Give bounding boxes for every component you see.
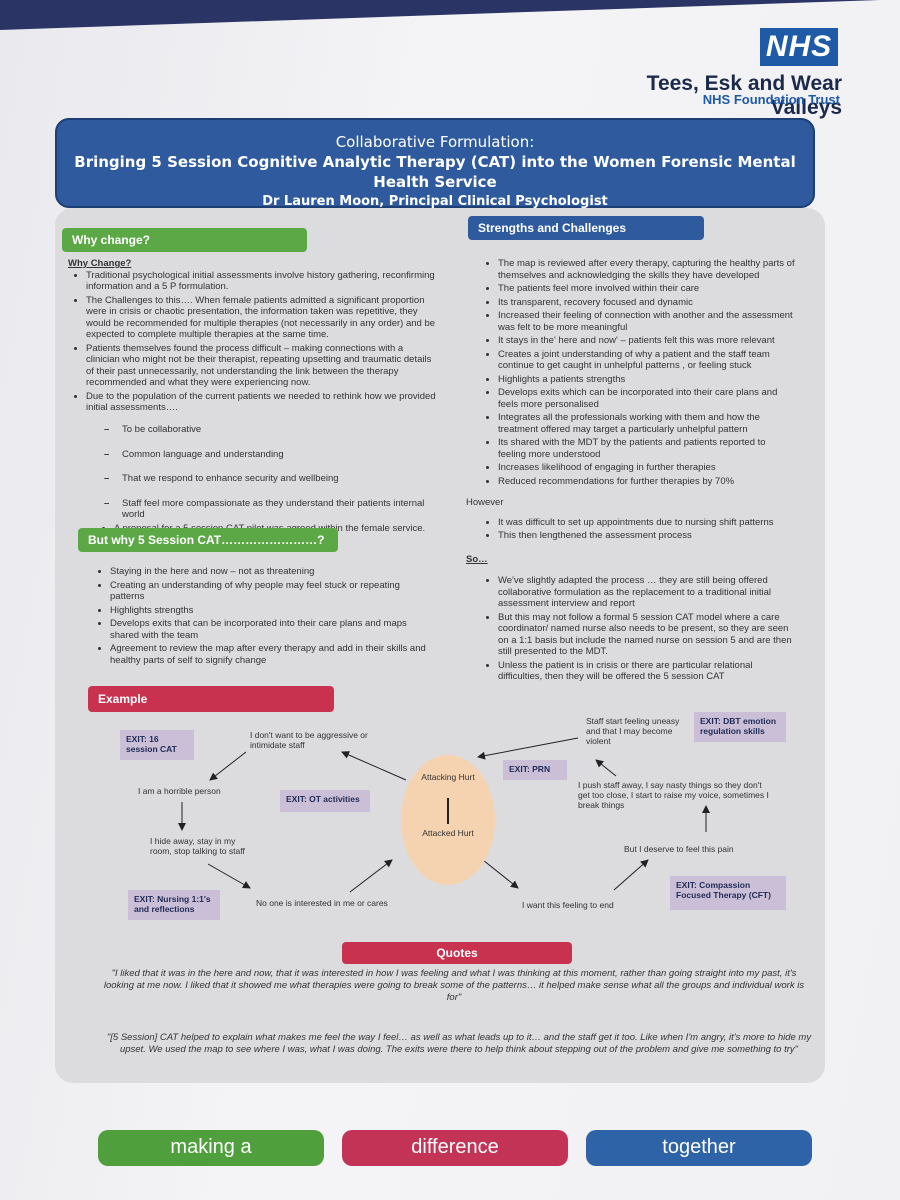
strength-bullet: Develops exits which can be incorporated… [498,387,796,410]
title-line-1: Collaborative Formulation: [335,133,535,151]
node-no-one-interested: No one is interested in me or cares [256,898,388,908]
exit-dbt: EXIT: DBT emotion regulation skills [694,712,786,742]
strength-bullet: Its transparent, recovery focused and dy… [498,297,796,309]
map-arrow [341,751,407,781]
strength-bullet: Integrates all the professionals working… [498,412,796,435]
exit-nursing: EXIT: Nursing 1:1's and reflections [128,890,220,920]
node-horrible-person: I am a horrible person [138,786,221,796]
trust-name: Tees, Esk and Wear Valleys [646,72,842,119]
core-bottom-label: Attacked Hurt [422,828,474,838]
content-panel [55,208,825,1083]
trust-subtitle: NHS Foundation Trust [702,92,840,107]
why-change-body: Why Change? Traditional psychological in… [68,258,436,416]
strength-bullet: Highlights a patients strengths [498,374,796,386]
map-arrow [595,759,617,777]
author-line: Dr Lauren Moon, Principal Clinical Psych… [262,194,608,209]
strength-bullet: Reduced recommendations for further ther… [498,476,796,488]
strength-bullet: The map is reviewed after every therapy,… [498,258,796,281]
why-change-bullet: The Challenges to this…. When female pat… [86,295,436,341]
goal-item: That we respond to enhance security and … [102,473,436,485]
node-staff-uneasy: Staff start feeling uneasy and that I ma… [586,716,680,746]
map-arrow [477,737,579,760]
why-5-bullet: Highlights strengths [110,605,434,617]
exit-ot-activities: EXIT: OT activities [280,790,370,812]
map-arrow [349,859,393,893]
why-5-session-heading: But why 5 Session CAT……………………? [78,528,338,552]
strength-bullet: Creates a joint understanding of why a p… [498,349,796,372]
core-divider [447,798,449,824]
footer-making-a: making a [98,1130,324,1166]
strength-bullet: It stays in the' here and now' – patient… [498,335,796,347]
node-deserve-pain: But I deserve to feel this pain [624,844,734,854]
node-hide-away: I hide away, stay in my room, stop talki… [150,836,245,856]
node-push-staff: I push staff away, I say nasty things so… [578,780,769,810]
why-5-session-body: Staying in the here and now – not as thr… [92,566,434,668]
strength-bullet: The patients feel more involved within t… [498,283,796,295]
exit-prn: EXIT: PRN [503,760,567,780]
why-change-bullet: Due to the population of the current pat… [86,391,436,414]
core-top-label: Attacking Hurt [421,772,475,782]
strength-bullet: Its shared with the MDT by the patients … [498,437,796,460]
quote-1: "I liked that it was in the here and now… [103,968,805,1003]
why-5-bullet: Creating an understanding of why people … [110,580,434,603]
so-label: So… [466,553,488,565]
why-change-heading: Why change? [62,228,307,252]
so-bullet: But this may not follow a formal 5 sessi… [498,612,796,658]
exit-cft: EXIT: Compassion Focused Therapy (CFT) [670,876,786,910]
why-change-bullet: Traditional psychological initial assess… [86,270,436,293]
however-label: However [466,497,504,508]
goal-item: To be collaborative [102,424,436,436]
goal-item: Common language and understanding [102,449,436,461]
quote-2: "[5 Session] CAT helped to explain what … [106,1032,812,1055]
goal-item: Staff feel more compassionate as they un… [102,498,436,521]
exit-16-session-cat: EXIT: 16 session CAT [120,730,194,760]
quotes-heading: Quotes [342,942,572,964]
example-heading: Example [88,686,334,712]
nhs-logo: NHS [760,28,838,66]
strengths-body: The map is reviewed after every therapy,… [466,258,796,685]
title-line-2: Bringing 5 Session Cognitive Analytic Th… [74,153,796,191]
why-change-subheading: Why Change? [68,258,132,269]
footer-difference: difference [342,1130,568,1166]
why-5-bullet: Agreement to review the map after every … [110,643,434,666]
however-bullet: This then lengthened the assessment proc… [498,530,796,542]
so-bullet: We've slightly adapted the process … the… [498,575,796,610]
however-bullet: It was difficult to set up appointments … [498,517,796,529]
footer-together: together [586,1130,812,1166]
node-aggressive: I don't want to be aggressive or intimid… [250,730,368,750]
map-arrow [613,859,649,891]
why-5-bullet: Develops exits that can be incorporated … [110,618,434,641]
map-arrow [209,751,247,781]
strength-bullet: Increased their feeling of connection wi… [498,310,796,333]
node-feeling-end: I want this feeling to end [522,900,614,910]
map-arrow [482,859,519,889]
strength-bullet: Increases likelihood of engaging in furt… [498,462,796,474]
title-banner: Collaborative Formulation: Bringing 5 Se… [55,118,815,209]
why-change-bullet: Patients themselves found the process di… [86,343,436,389]
so-bullet: Unless the patient is in crisis or there… [498,660,796,683]
why-5-bullet: Staying in the here and now – not as thr… [110,566,434,578]
map-arrow [207,863,251,889]
strengths-heading: Strengths and Challenges [468,216,704,240]
